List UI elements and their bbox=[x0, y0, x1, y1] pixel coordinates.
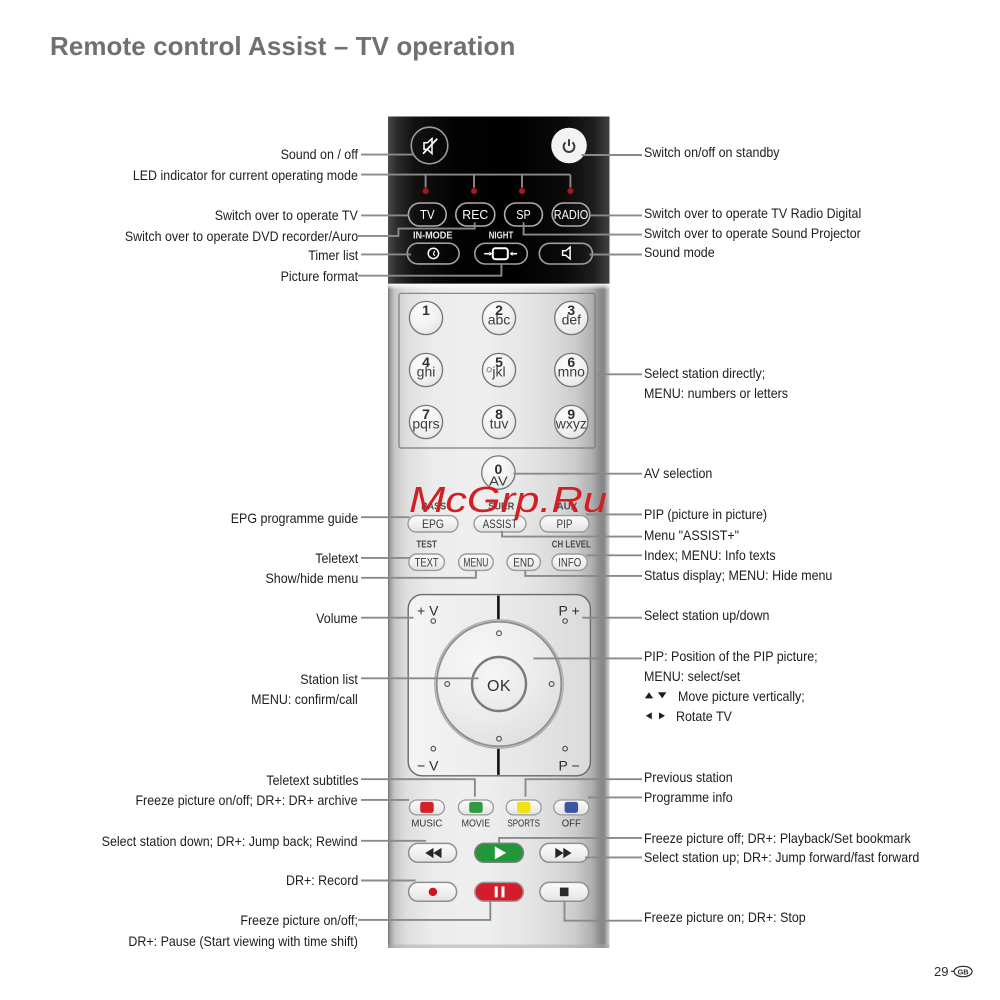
svg-text:REC: REC bbox=[462, 207, 488, 222]
svg-text:2: 2 bbox=[495, 302, 503, 318]
svg-text:9: 9 bbox=[567, 406, 575, 422]
svg-text:P +: P + bbox=[559, 602, 580, 618]
svg-text:RADIO: RADIO bbox=[554, 207, 589, 222]
svg-text:abc: abc bbox=[488, 312, 511, 328]
svg-text:1: 1 bbox=[422, 302, 430, 318]
svg-text:SP: SP bbox=[516, 207, 531, 222]
svg-text:7: 7 bbox=[422, 406, 430, 422]
svg-text:OFF: OFF bbox=[562, 818, 581, 830]
svg-text:def: def bbox=[562, 312, 582, 328]
svg-text:pqrs: pqrs bbox=[412, 416, 439, 432]
svg-text:INFO: INFO bbox=[558, 557, 581, 569]
svg-text:8: 8 bbox=[495, 406, 503, 422]
svg-text:4: 4 bbox=[422, 354, 430, 370]
svg-text:AV: AV bbox=[489, 475, 508, 489]
svg-text:END: END bbox=[513, 557, 534, 569]
svg-text:SPORTS: SPORTS bbox=[507, 818, 540, 830]
svg-text:MUSIC: MUSIC bbox=[411, 818, 442, 830]
svg-text:P −: P − bbox=[559, 758, 580, 774]
svg-text:ghi: ghi bbox=[417, 364, 436, 380]
svg-text:0: 0 bbox=[495, 461, 503, 477]
svg-text:− V: − V bbox=[417, 758, 439, 774]
svg-text:SURR: SURR bbox=[488, 502, 515, 513]
svg-text:ASSIST: ASSIST bbox=[483, 519, 518, 531]
svg-text:PIP: PIP bbox=[557, 519, 573, 531]
svg-text:5: 5 bbox=[495, 354, 503, 370]
svg-text:GB: GB bbox=[958, 967, 970, 976]
svg-text:TV: TV bbox=[420, 207, 435, 222]
svg-text:jkl: jkl bbox=[491, 364, 505, 380]
svg-text:TEST: TEST bbox=[416, 540, 437, 551]
svg-text:OK: OK bbox=[487, 678, 511, 695]
svg-text:NIGHT: NIGHT bbox=[489, 230, 514, 241]
svg-text:McGrp.Ru: McGrp.Ru bbox=[409, 479, 607, 520]
svg-text:BASS: BASS bbox=[421, 502, 446, 513]
svg-text:MOVIE: MOVIE bbox=[462, 818, 491, 830]
svg-text:TEXT: TEXT bbox=[415, 557, 439, 569]
svg-text:IN-MODE: IN-MODE bbox=[413, 230, 453, 241]
svg-text:EPG: EPG bbox=[422, 519, 444, 531]
svg-text:MENU: MENU bbox=[463, 557, 488, 569]
svg-text:wxyz: wxyz bbox=[555, 416, 587, 432]
svg-text:tuv: tuv bbox=[490, 416, 509, 432]
svg-text:3: 3 bbox=[567, 302, 575, 318]
svg-text:+ V: + V bbox=[417, 602, 439, 618]
svg-text:CH LEVEL: CH LEVEL bbox=[552, 540, 591, 551]
svg-text:29: 29 bbox=[934, 964, 948, 979]
svg-text:mno: mno bbox=[558, 364, 585, 380]
svg-text:6: 6 bbox=[567, 354, 575, 370]
svg-text:AUX: AUX bbox=[557, 502, 578, 513]
